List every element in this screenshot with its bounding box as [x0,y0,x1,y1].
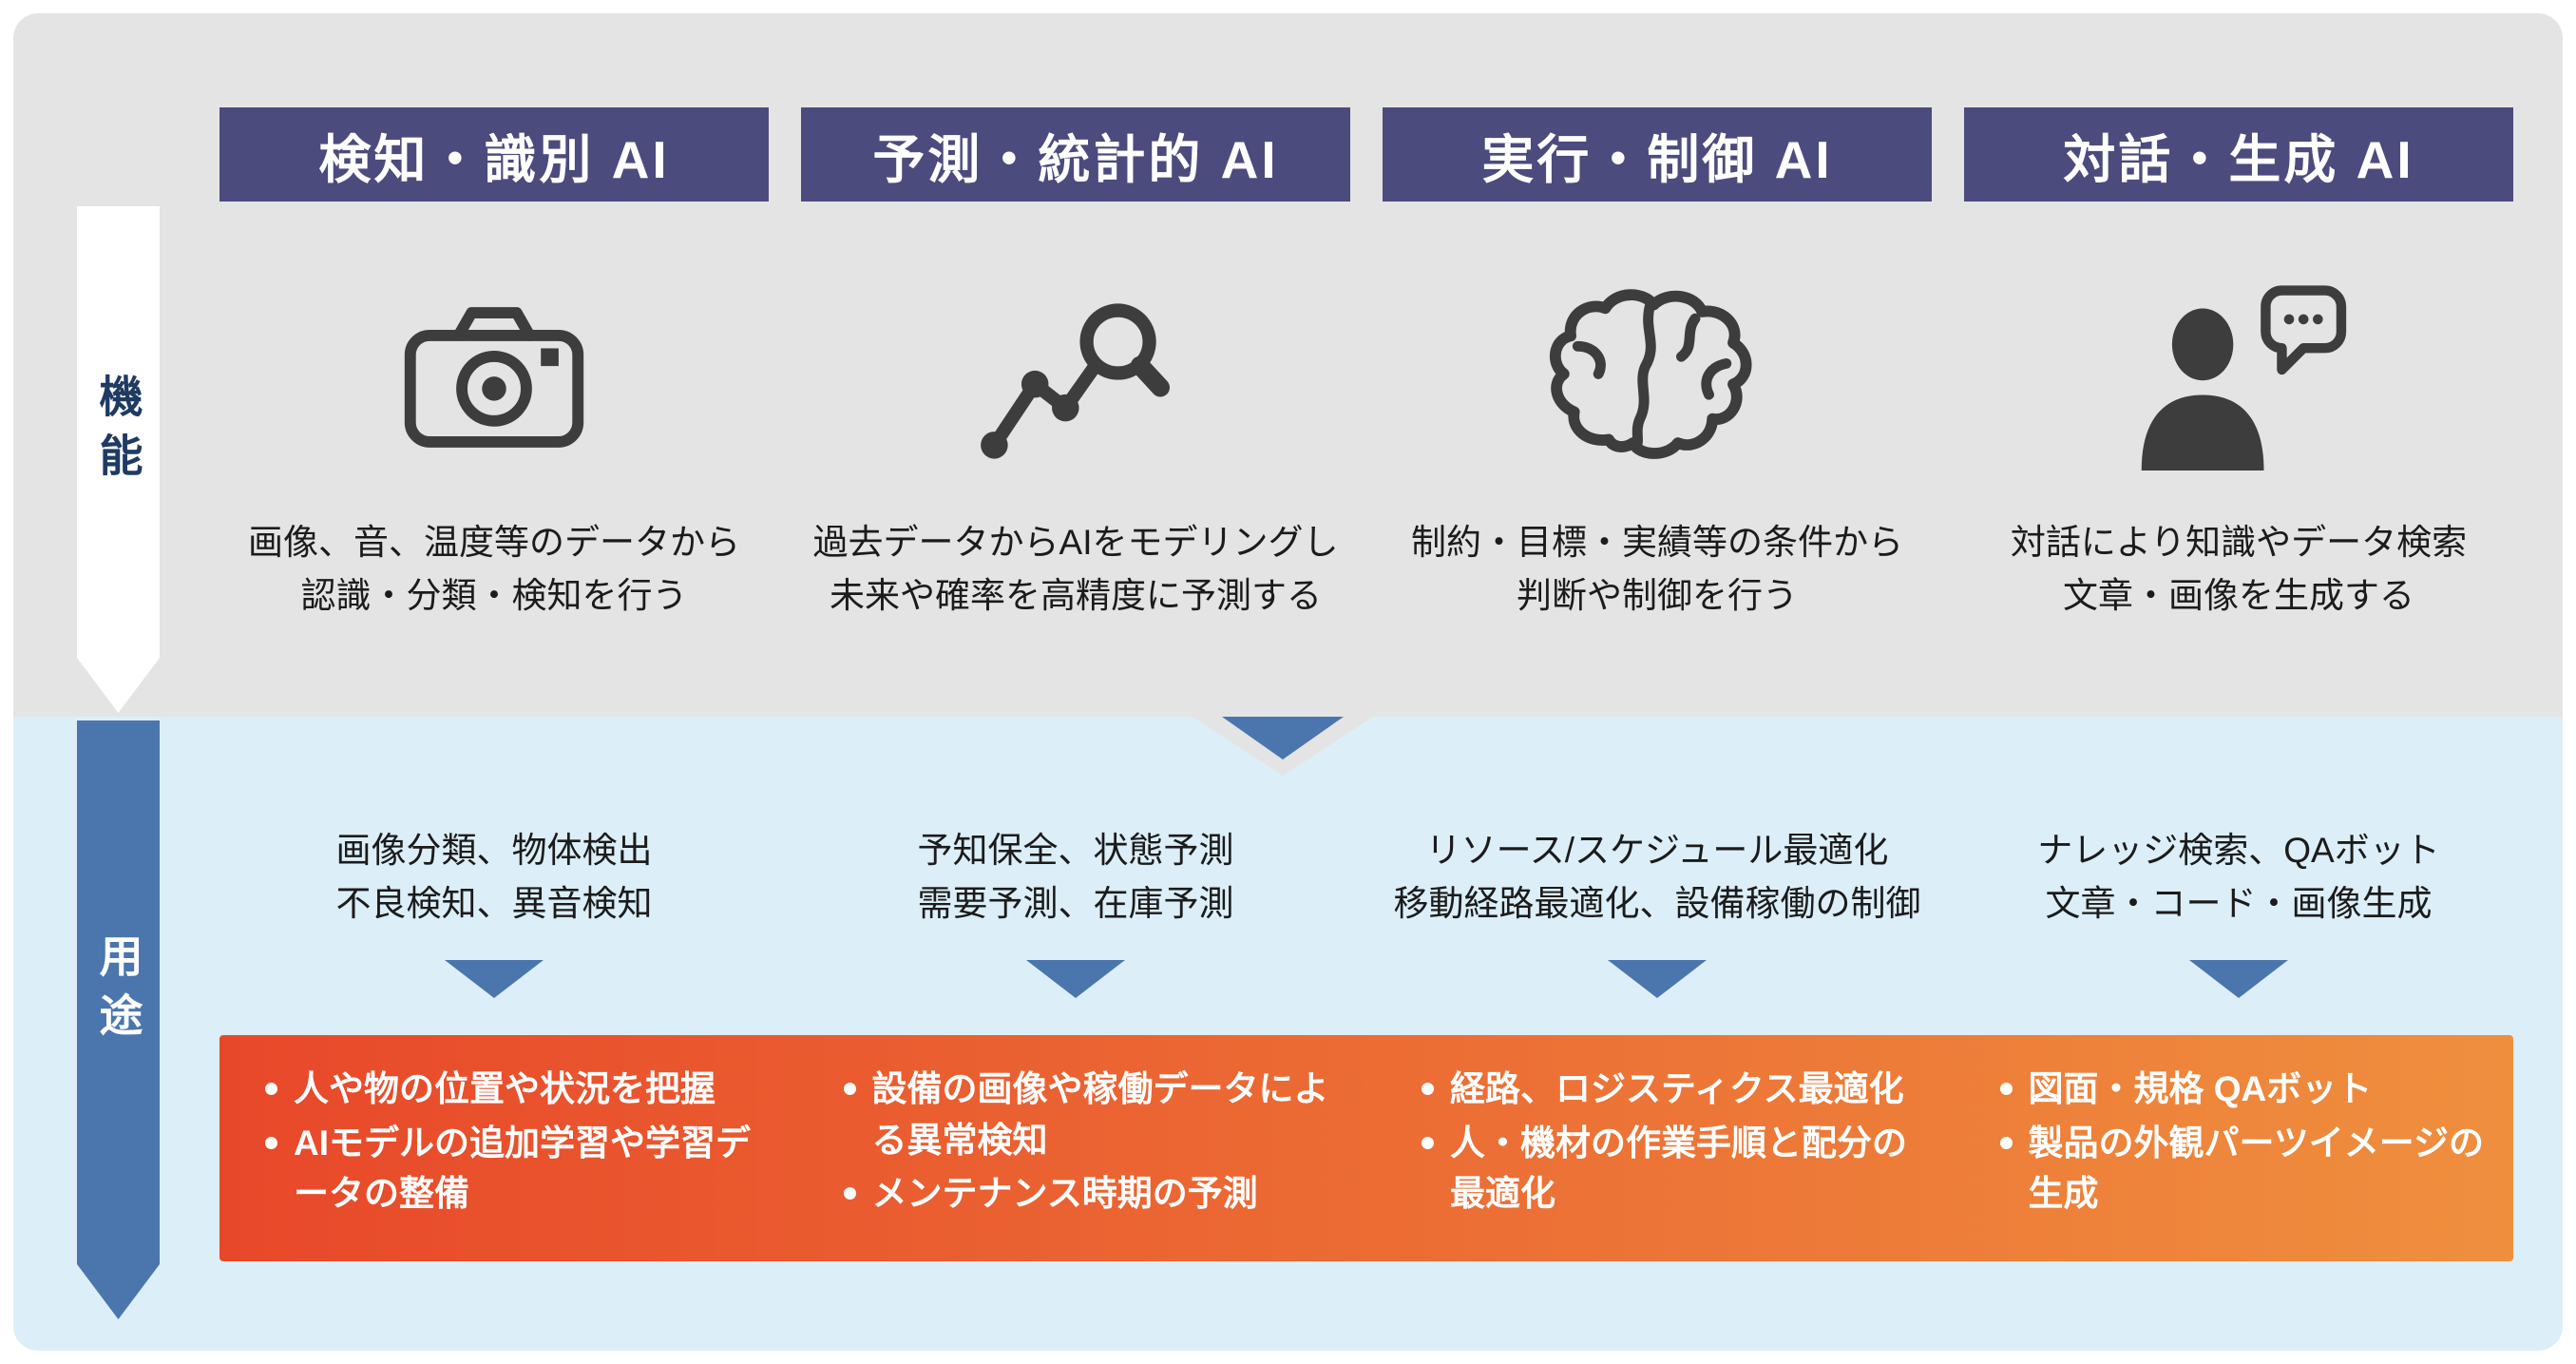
use-cases: リソース/スケジュール最適化 移動経路最適化、設備稼働の制御 [1383,824,1932,930]
description-line: 判断や制御を行う [1517,575,1798,615]
application-list: 人や物の位置や状況を把握 AIモデルの追加学習や学習データの整備 [219,1064,779,1222]
brain-icon [1383,270,1932,484]
function-ribbon-label: 機能 [93,373,143,491]
application-item: 図面・規格 QAボット [1996,1064,2499,1115]
diagram-canvas: 機能 用途 検知・識別 AI 画像、音、温度等のデータから 認識・分類・検知を行… [13,13,2563,1351]
application-item: 製品の外観パーツイメージの生成 [1996,1118,2499,1220]
description-line: 未来や確率を高精度に予測する [830,575,1322,615]
usage-detection: 画像分類、物体検出 不良検知、異音検知 [219,824,769,998]
description-line: 画像、音、温度等のデータから [248,523,740,562]
function-description: 画像、音、温度等のデータから 認識・分類・検知を行う [219,516,769,622]
usage-grid: 画像分類、物体検出 不良検知、異音検知 予知保全、状態予測 需要予測、在庫予測 … [219,824,2513,998]
down-arrow-icon [445,960,544,998]
usage-ribbon: 用途 [77,720,160,1319]
application-item: メンテナンス時期の予測 [840,1168,1343,1220]
application-item: AIモデルの追加学習や学習データの整備 [261,1118,764,1220]
use-cases: 予知保全、状態予測 需要予測、在庫予測 [801,824,1350,930]
application-item: 経路、ロジスティクス最適化 [1418,1064,1920,1115]
section-connector-arrow-icon [1222,717,1344,759]
ai-type-header: 予測・統計的 AI [801,107,1350,202]
description-line: 制約・目標・実績等の条件から [1411,523,1903,562]
description-line: 文章・画像を生成する [2063,575,2414,615]
use-case-line: リソース/スケジュール最適化 [1425,831,1889,870]
use-case-line: 需要予測、在庫予測 [917,883,1234,923]
function-description: 対話により知識やデータ検索 文章・画像を生成する [1964,516,2513,622]
use-case-line: 文章・コード・画像生成 [2045,883,2433,923]
function-description: 過去データからAIをモデリングし 未来や確率を高精度に予測する [801,516,1350,622]
application-item: 人や物の位置や状況を把握 [261,1064,764,1115]
column-execution: 実行・制御 AI 制約・目標・実績等の条件から 判断や制御を行う [1383,107,1932,622]
use-case-line: 移動経路最適化、設備稼働の制御 [1393,883,1921,923]
use-cases: 画像分類、物体検出 不良検知、異音検知 [219,824,769,930]
down-arrow-icon [2189,960,2288,998]
description-line: 認識・分類・検知を行う [300,575,688,615]
applications-banner: 人や物の位置や状況を把握 AIモデルの追加学習や学習データの整備 設備の画像や稼… [219,1035,2513,1261]
usage-generative: ナレッジ検索、QAボット 文章・コード・画像生成 [1964,824,2513,998]
use-case-line: 画像分類、物体検出 [335,831,653,870]
description-line: 過去データからAIをモデリングし [812,523,1339,562]
application-list: 経路、ロジスティクス最適化 人・機材の作業手順と配分の最適化 [1376,1064,1936,1222]
column-prediction: 予測・統計的 AI 過去データからAIをモデリングし 未来や確率を高精度に予測す… [801,107,1350,622]
function-ribbon: 機能 [77,206,160,713]
column-detection: 検知・識別 AI 画像、音、温度等のデータから 認識・分類・検知を行う [219,107,769,622]
application-list: 図面・規格 QAボット 製品の外観パーツイメージの生成 [1955,1064,2514,1222]
down-arrow-icon [1026,960,1125,998]
trend-magnifier-icon [801,270,1350,484]
column-generative: 対話・生成 AI 対話により知識やデータ検索 文章・画像を生成する [1964,107,2513,622]
usage-execution: リソース/スケジュール最適化 移動経路最適化、設備稼働の制御 [1383,824,1932,998]
ai-type-header: 実行・制御 AI [1383,107,1932,202]
function-description: 制約・目標・実績等の条件から 判断や制御を行う [1383,516,1932,622]
use-cases: ナレッジ検索、QAボット 文章・コード・画像生成 [1964,824,2513,930]
use-case-line: ナレッジ検索、QAボット [2037,831,2440,870]
usage-ribbon-label: 用途 [93,933,143,1051]
function-grid: 検知・識別 AI 画像、音、温度等のデータから 認識・分類・検知を行う 予測・統… [219,107,2513,622]
camera-icon [219,270,769,484]
application-item: 設備の画像や稼働データによる異常検知 [840,1064,1343,1165]
ai-type-header: 検知・識別 AI [219,107,769,202]
usage-prediction: 予知保全、状態予測 需要予測、在庫予測 [801,824,1350,998]
description-line: 対話により知識やデータ検索 [2010,523,2468,562]
use-case-line: 予知保全、状態予測 [917,831,1234,870]
use-case-line: 不良検知、異音検知 [335,883,653,923]
ai-type-header: 対話・生成 AI [1964,107,2513,202]
person-chat-icon [1964,270,2513,484]
application-item: 人・機材の作業手順と配分の最適化 [1418,1118,1920,1220]
application-list: 設備の画像や稼働データによる異常検知 メンテナンス時期の予測 [798,1064,1358,1222]
down-arrow-icon [1608,960,1707,998]
